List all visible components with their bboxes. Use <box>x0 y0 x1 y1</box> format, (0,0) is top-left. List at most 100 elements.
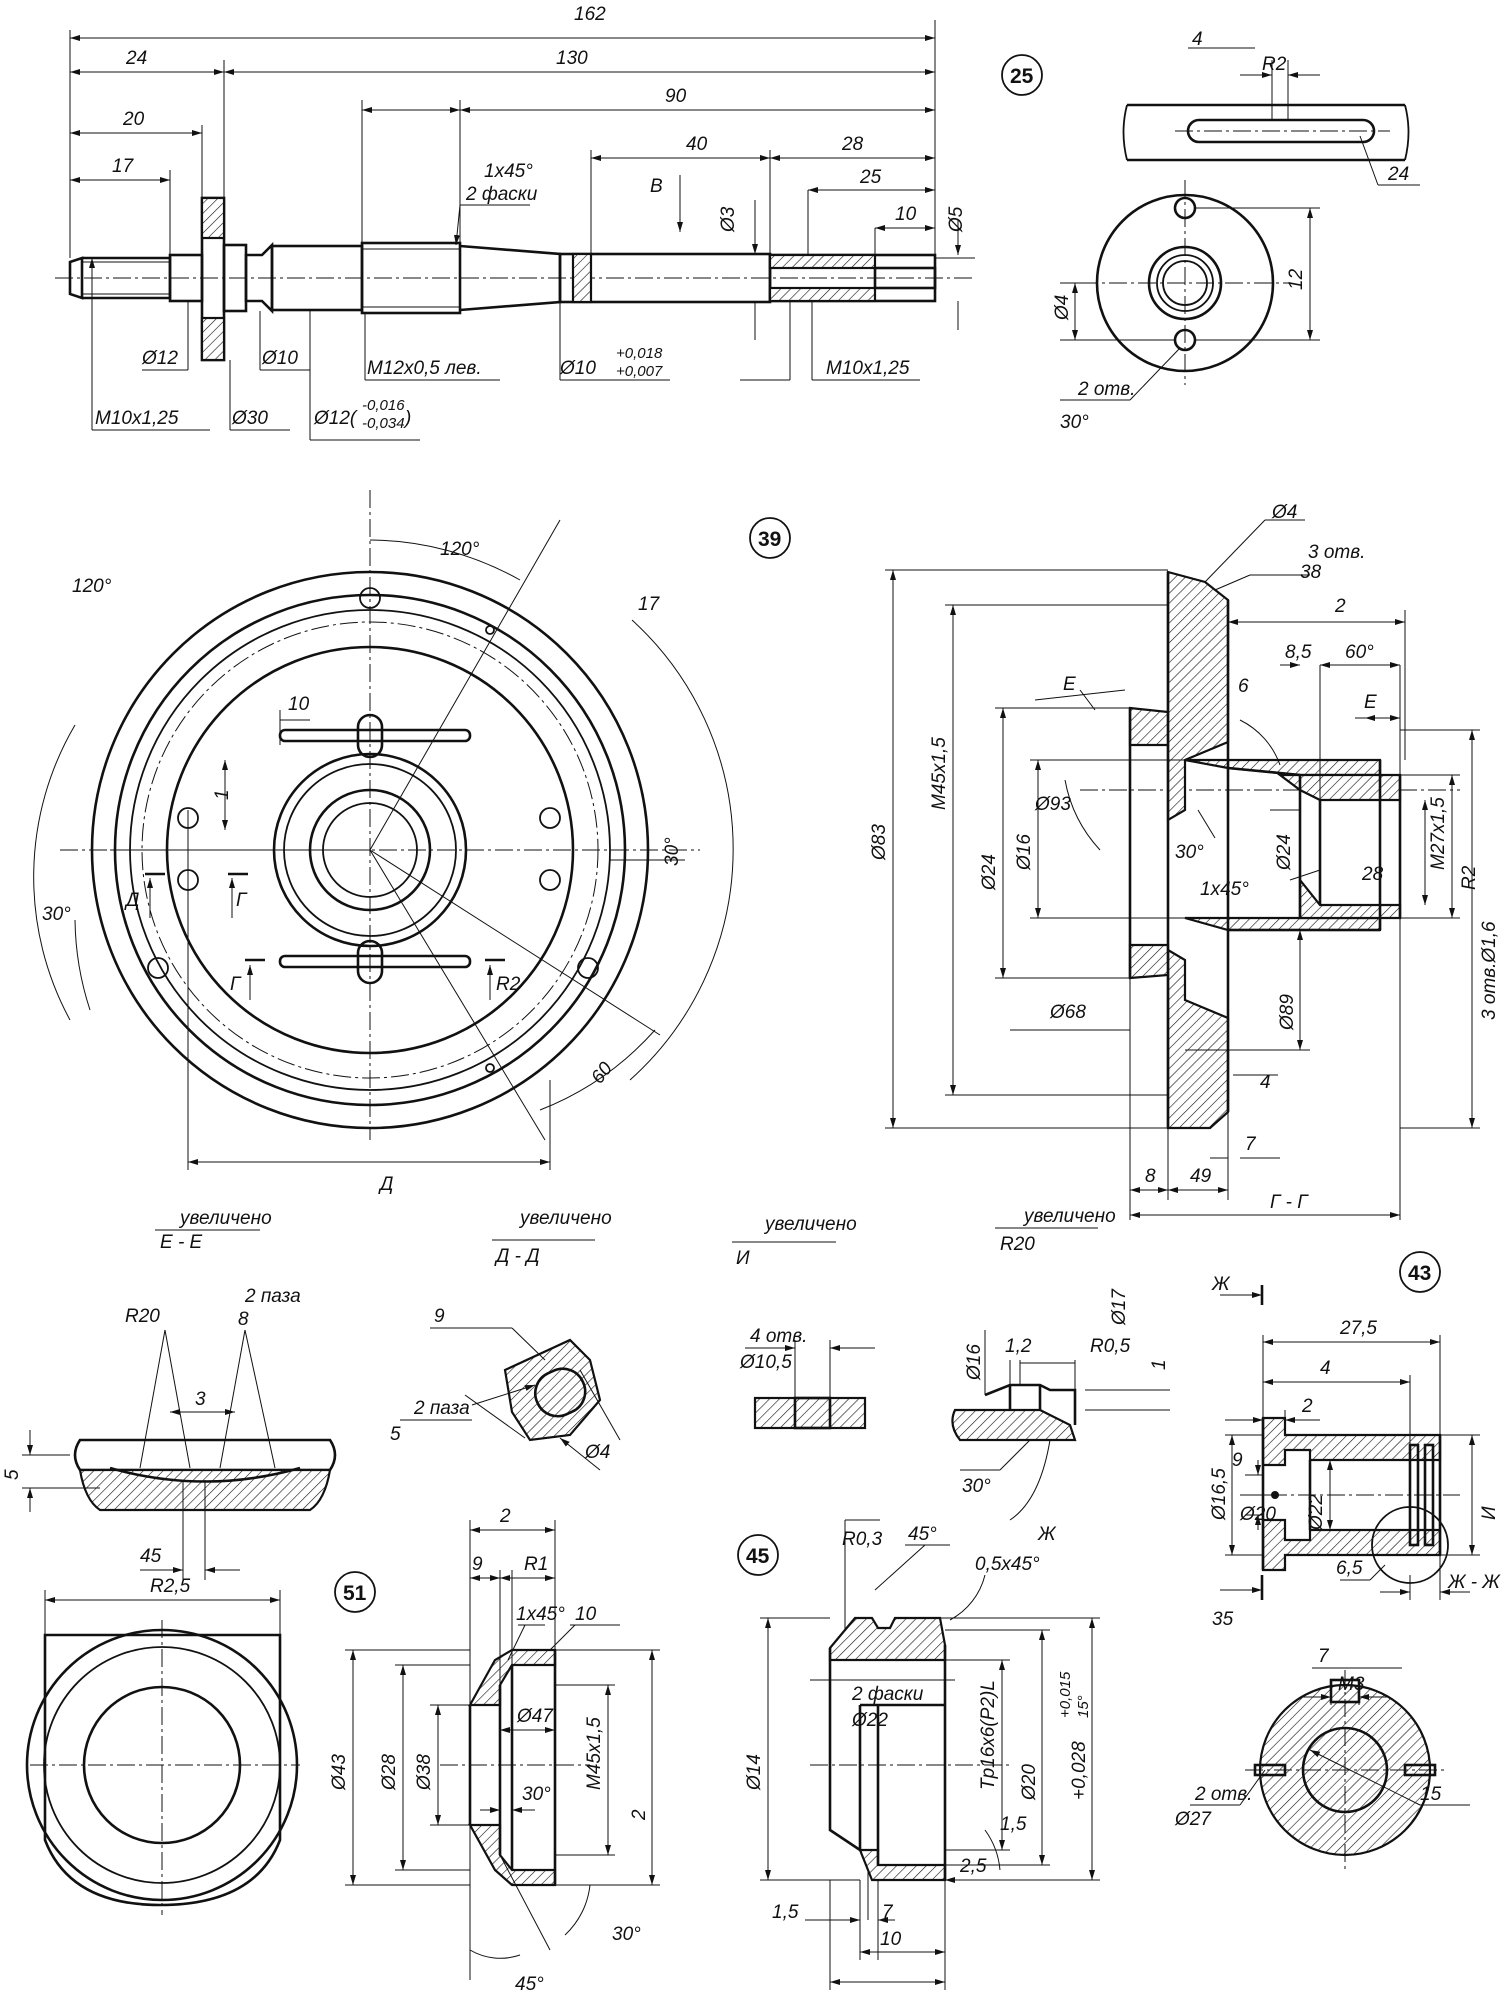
svg-text:Ø43: Ø43 <box>329 1754 350 1791</box>
svg-text:45°: 45° <box>515 1974 544 1995</box>
svg-text:Ø24: Ø24 <box>979 854 1000 891</box>
svg-text:12: 12 <box>1286 268 1307 290</box>
svg-text:+0,015: +0,015 <box>1057 1671 1074 1718</box>
svg-text:27,5: 27,5 <box>1339 1318 1377 1339</box>
svg-text:M27x1,5: M27x1,5 <box>1428 797 1449 870</box>
part-25-labels: 162 130 24 20 17 90 1x45° 2 фаски 40 28 … <box>95 4 967 432</box>
svg-text:45: 45 <box>746 1545 770 1568</box>
svg-text:10: 10 <box>895 204 917 225</box>
svg-text:Ø89: Ø89 <box>1277 994 1298 1031</box>
svg-text:Е - Е: Е - Е <box>160 1232 203 1253</box>
svg-text:2: 2 <box>629 1809 650 1821</box>
svg-text:4 отв.: 4 отв. <box>750 1326 807 1347</box>
svg-text:Ø4: Ø4 <box>584 1442 610 1463</box>
part-25-badge: 25 <box>1001 54 1043 96</box>
svg-text:162: 162 <box>574 4 606 25</box>
svg-text:3: 3 <box>195 1389 206 1410</box>
svg-text:17: 17 <box>638 594 661 615</box>
svg-text:R2,5: R2,5 <box>150 1576 191 1597</box>
part-39-section-labels: Ø4 3 отв. 38 2 8,5 60° 6 E E 30° Ø93 Ø83… <box>869 502 1500 1213</box>
section-g-g: R20 2 паза 8 3 5 45 <box>2 1286 337 1580</box>
section-d-d: 4 отв. Ø10,5 <box>739 1326 875 1430</box>
svg-text:30°: 30° <box>662 837 683 866</box>
part-39-front-view: 120° 120° 17 1 10 30° 30° 60 Д Д Г Г R2 <box>33 490 734 1195</box>
svg-text:8: 8 <box>1145 1166 1156 1187</box>
svg-text:2,5: 2,5 <box>959 1856 987 1877</box>
svg-text:3 отв.: 3 отв. <box>1308 542 1365 563</box>
svg-text:1: 1 <box>1149 1359 1170 1370</box>
svg-text:1,5: 1,5 <box>772 1902 799 1923</box>
svg-text:M45x1,5: M45x1,5 <box>584 1717 605 1790</box>
svg-text:8: 8 <box>238 1309 249 1330</box>
svg-text:7: 7 <box>1245 1134 1257 1155</box>
svg-text:2 фаски: 2 фаски <box>851 1684 924 1705</box>
svg-text:E: E <box>1364 692 1377 713</box>
svg-text:Ø27: Ø27 <box>1174 1809 1212 1830</box>
svg-text:15°: 15° <box>1075 1695 1092 1718</box>
svg-text:25: 25 <box>1010 65 1034 88</box>
svg-text:120°: 120° <box>440 539 480 560</box>
svg-text:-0,034: -0,034 <box>362 415 405 432</box>
svg-text:Г: Г <box>230 974 242 995</box>
svg-text:Д: Д <box>378 1174 393 1195</box>
section-e-e: 9 2 паза 5 Ø4 <box>390 1306 621 1471</box>
svg-text:8,5: 8,5 <box>1285 642 1312 663</box>
svg-text:2 отв.: 2 отв. <box>1077 379 1135 400</box>
svg-text:увеличено: увеличено <box>1022 1206 1116 1227</box>
svg-text:2: 2 <box>1301 1396 1313 1417</box>
svg-text:): ) <box>403 408 411 429</box>
part-43: 43 Ж 35 27,5 4 2 <box>1209 1251 1501 1630</box>
svg-text:10: 10 <box>575 1604 597 1625</box>
svg-text:Ø20: Ø20 <box>1019 1764 1040 1801</box>
svg-text:Ø4: Ø4 <box>1052 295 1073 321</box>
svg-text:R1: R1 <box>524 1554 548 1575</box>
svg-text:4: 4 <box>1320 1358 1331 1379</box>
svg-text:Ø24: Ø24 <box>1274 834 1295 871</box>
svg-text:90: 90 <box>665 86 687 107</box>
detail-i: Ø16 Ø17 1 1,2 R0,5 30° Ж <box>951 1288 1170 1545</box>
svg-text:+0,007: +0,007 <box>616 363 663 380</box>
svg-text:Ø47: Ø47 <box>516 1706 554 1727</box>
svg-text:15: 15 <box>1420 1784 1442 1805</box>
svg-text:Ø12(: Ø12( <box>313 408 358 429</box>
svg-text:M12x0,5 лев.: M12x0,5 лев. <box>367 358 482 379</box>
view-b: 4 R2 24 <box>1122 29 1420 186</box>
section-zh-zh: 7 M3 2 отв. Ø27 15 <box>1174 1646 1470 1870</box>
svg-text:R2: R2 <box>1262 54 1287 75</box>
svg-text:5: 5 <box>390 1424 401 1445</box>
svg-text:30°: 30° <box>1175 842 1204 863</box>
svg-text:9: 9 <box>472 1554 483 1575</box>
svg-text:7: 7 <box>882 1902 894 1923</box>
svg-text:1,5: 1,5 <box>1000 1814 1027 1835</box>
svg-text:51: 51 <box>343 1582 367 1605</box>
svg-text:28: 28 <box>1361 864 1384 885</box>
svg-text:30°: 30° <box>962 1476 991 1497</box>
svg-text:Ø12: Ø12 <box>141 348 178 369</box>
svg-text:0,5x45°: 0,5x45° <box>975 1554 1040 1575</box>
svg-text:Д - Д: Д - Д <box>494 1246 540 1267</box>
svg-text:39: 39 <box>758 528 781 551</box>
svg-text:1x45°: 1x45° <box>484 161 533 182</box>
svg-text:4: 4 <box>1192 29 1203 50</box>
svg-text:Ø17: Ø17 <box>1109 1288 1130 1326</box>
svg-text:2: 2 <box>1334 596 1346 617</box>
part-25-shaft <box>55 196 975 362</box>
svg-text:Ø16: Ø16 <box>1014 834 1035 871</box>
section-titles: увеличено Е - Е увеличено Д - Д увеличен… <box>155 1206 1116 1269</box>
svg-text:+0,028: +0,028 <box>1069 1741 1090 1800</box>
svg-text:4: 4 <box>1260 1072 1271 1093</box>
svg-text:30°: 30° <box>42 904 71 925</box>
svg-text:6: 6 <box>1238 676 1249 697</box>
part-25-dimensions <box>69 20 961 441</box>
svg-text:10: 10 <box>288 694 310 715</box>
svg-text:45: 45 <box>140 1546 162 1567</box>
svg-text:35: 35 <box>1212 1609 1234 1630</box>
svg-text:10: 10 <box>880 1929 902 1950</box>
svg-text:Ø10: Ø10 <box>261 348 298 369</box>
svg-text:Ø68: Ø68 <box>1049 1002 1086 1023</box>
svg-text:24: 24 <box>1387 164 1409 185</box>
svg-text:Ø93: Ø93 <box>1034 794 1071 815</box>
svg-text:И: И <box>736 1248 750 1269</box>
svg-text:1,2: 1,2 <box>1005 1336 1032 1357</box>
svg-text:120°: 120° <box>72 576 112 597</box>
